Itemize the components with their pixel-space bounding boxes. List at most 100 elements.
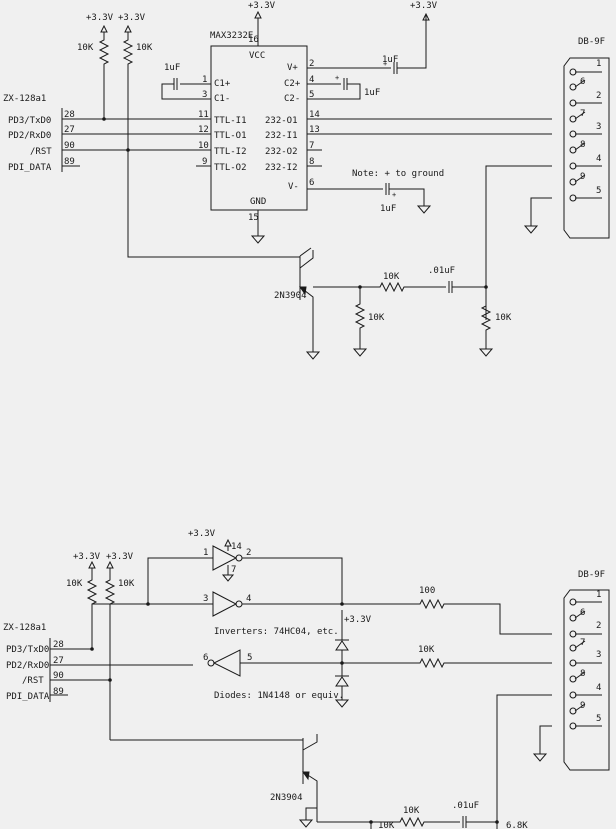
cap-label: 1uF	[164, 63, 180, 73]
cap-label: 1uF	[382, 55, 398, 65]
diodes-note: Diodes: 1N4148 or equiv.	[214, 691, 344, 701]
pin-num: 5	[247, 653, 252, 663]
ic-max3232: MAX3232E +3.3V 16 VCC GND 15 C1+ 1 C1- 3…	[161, 1, 444, 244]
svg-text:+: +	[383, 60, 387, 68]
header-pin-num: 89	[64, 157, 75, 167]
pin-name: 232-O1	[265, 116, 298, 126]
supply-label: +3.3V	[73, 552, 101, 562]
db9-pin-num: 7	[580, 638, 585, 648]
resistor-label: 10K	[118, 579, 135, 589]
header-pin-num: 90	[53, 671, 64, 681]
pin-name: VCC	[249, 51, 265, 61]
pin-num: 13	[309, 125, 320, 135]
db9-pin-num: 2	[596, 91, 601, 101]
pin-num: 12	[198, 125, 209, 135]
pin-num: 5	[309, 90, 314, 100]
header-pin-name: PDI_DATA	[6, 692, 50, 702]
db9-pin-num: 4	[596, 683, 601, 693]
db9-pin-num: 5	[596, 714, 601, 724]
db9-pin-num: 1	[596, 59, 601, 69]
pin-name: TTL-I2	[214, 147, 247, 157]
pin-num: 4	[309, 75, 314, 85]
inverters-note: Inverters: 74HC04, etc.	[214, 627, 339, 637]
header-zx128a1: ZX-128a1 PD3/TxD0 28 PD2/RxD0 27 /RST 90…	[3, 94, 211, 173]
pin-name: TTL-O1	[214, 131, 247, 141]
transistor-section: 2N3904 10K .01uF 10K 10K	[127, 150, 512, 360]
resistor-label: 10K	[418, 645, 435, 655]
header-pin-num: 27	[64, 125, 75, 135]
circuit-1: +3.3V 10K +3.3V 10K ZX-128a1 PD3/TxD0 28…	[3, 1, 610, 360]
db9-pin-num: 3	[596, 122, 601, 132]
supply-label: +3.3V	[86, 13, 114, 23]
db9-pin-num: 6	[580, 77, 585, 87]
pin-name: V-	[288, 182, 299, 192]
pin-num: 7	[231, 565, 236, 575]
transistor-label: 2N3904	[274, 291, 307, 301]
db9-pin-num: 5	[596, 186, 601, 196]
header-pin-name: PD3/TxD0	[8, 116, 51, 126]
pin-num: 4	[246, 594, 251, 604]
resistor-label: 10K	[403, 806, 420, 816]
inverter-1: +3.3V 1 14 2 7	[188, 529, 343, 604]
resistor-label: 6.8K	[506, 821, 528, 829]
header-pin-name: /RST	[22, 676, 44, 686]
pin-num: 3	[202, 90, 207, 100]
pin-num: 8	[309, 157, 314, 167]
connector-label: DB-9F	[578, 570, 605, 580]
header-title: ZX-128a1	[3, 94, 46, 104]
pin-num: 6	[309, 178, 314, 188]
pin-num: 10	[198, 141, 209, 151]
pin-num: 6	[203, 653, 208, 663]
circuit-2: +3.3V 10K +3.3V 10K ZX-128a1 PD3/TxD0 28…	[3, 529, 610, 829]
pin-name: C1-	[214, 94, 230, 104]
pin-num: 1	[202, 75, 207, 85]
supply-label: +3.3V	[188, 529, 216, 539]
pin-name: C2-	[284, 94, 300, 104]
pin-name: GND	[250, 197, 266, 207]
db9-pin-num: 9	[580, 701, 585, 711]
pin-num: 14	[309, 110, 320, 120]
pullup-rst: +3.3V 10K	[66, 552, 101, 649]
pin-name: 232-O2	[265, 147, 298, 157]
header-zx128a1: ZX-128a1 PD3/TxD0 28 PD2/RxD0 27 /RST 90…	[3, 623, 193, 702]
pin-num: 3	[203, 594, 208, 604]
pullup-pdi: +3.3V 10K	[118, 13, 153, 150]
db9-pin-num: 2	[596, 621, 601, 631]
pin-num: 9	[202, 157, 207, 167]
supply-label: +3.3V	[118, 13, 146, 23]
inverter-2: 3 4 100	[203, 586, 552, 635]
pin-name: 232-I1	[265, 131, 298, 141]
db9-pin-num: 9	[580, 172, 585, 182]
resistor-label: 10K	[495, 313, 512, 323]
supply-label: +3.3V	[248, 1, 276, 11]
cap-label: 1uF	[364, 88, 380, 98]
header-title: ZX-128a1	[3, 623, 46, 633]
pin-num: 11	[198, 110, 209, 120]
note: Note: + to ground	[352, 169, 444, 179]
db9-pin-num: 8	[580, 140, 585, 150]
resistor-label: 10K	[368, 313, 385, 323]
pin-name: 232-I2	[265, 163, 298, 173]
diodes: +3.3V Diodes: 1N4148 or equiv.	[214, 610, 372, 708]
header-pin-num: 28	[64, 110, 75, 120]
pin-name: C2+	[284, 79, 301, 89]
header-pin-name: /RST	[30, 147, 52, 157]
header-pin-num: 28	[53, 640, 64, 650]
pin-num: 15	[248, 213, 259, 223]
db9-pin-num: 3	[596, 650, 601, 660]
supply-label: +3.3V	[106, 552, 134, 562]
cap-label: .01uF	[452, 801, 479, 811]
pullup-rst: +3.3V 10K	[77, 13, 114, 120]
pin-name: TTL-I1	[214, 116, 247, 126]
svg-text:+: +	[392, 191, 396, 199]
db9-pin-num: 8	[580, 669, 585, 679]
header-pin-num: 89	[53, 687, 64, 697]
resistor-label: 10K	[66, 579, 83, 589]
svg-text:+: +	[335, 74, 339, 82]
header-pin-num: 90	[64, 141, 75, 151]
pin-name: V+	[287, 63, 298, 73]
resistor-label: 10K	[136, 43, 153, 53]
header-pin-name: PD2/RxD0	[6, 661, 49, 671]
supply-label: +3.3V	[410, 1, 438, 11]
